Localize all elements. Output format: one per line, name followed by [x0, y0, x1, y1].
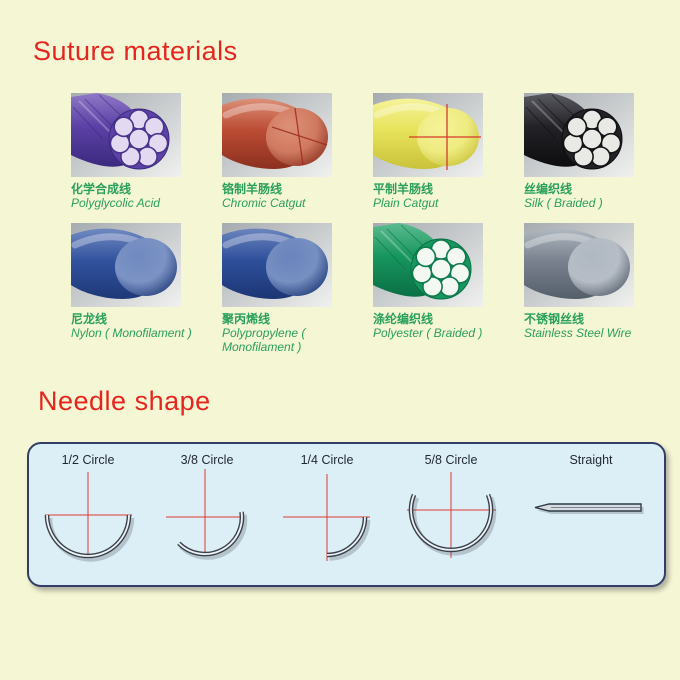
stainless-steel-wire-photo [524, 223, 634, 307]
material-card-polyester: 涤纶编织线 Polyester ( Braided ) [373, 223, 523, 340]
suture-materials-title: Suture materials [33, 36, 238, 66]
material-name-zh: 丝编织线 [524, 182, 573, 196]
needle-shape-title: Needle shape [38, 386, 211, 416]
needle-diagrams [44, 469, 644, 562]
material-name-en: Polypropylene ( Monofilament ) [222, 326, 306, 354]
polyester-braided-photo [373, 223, 483, 307]
silk-braided-photo [524, 93, 634, 177]
needle-label-half-circle: 1/2 Circle [61, 453, 115, 467]
material-card-polypropylene: 聚丙烯线 Polypropylene ( Monofilament ) [222, 223, 372, 354]
needle-label-3-8-circle: 3/8 Circle [180, 453, 234, 467]
plain-catgut-photo [373, 93, 483, 177]
material-name-en: Polyglycolic Acid [71, 196, 160, 210]
chromic-catgut-photo [222, 93, 332, 177]
material-name-zh: 尼龙线 [71, 312, 108, 326]
needle-label-quarter-circle: 1/4 Circle [300, 453, 354, 467]
material-name-en: Polyester ( Braided ) [373, 326, 483, 340]
material-name-zh: 化学合成线 [71, 182, 132, 196]
material-name-en: Nylon ( Monofilament ) [71, 326, 192, 340]
nylon-monofilament-photo [71, 223, 181, 307]
material-card-polyglycolic: 化学合成线 Polyglycolic Acid [71, 93, 221, 210]
material-name-zh: 不锈钢丝线 [524, 312, 585, 326]
needle-label-5-8-circle: 5/8 Circle [424, 453, 478, 467]
material-name-en: Silk ( Braided ) [524, 196, 603, 210]
needle-shape-panel: 1/2 Circle 3/8 Circle 1/4 Circle 5/8 Cir… [27, 442, 666, 587]
material-name-en: Plain Catgut [373, 196, 439, 210]
material-card-plain-catgut: 平制羊肠线 Plain Catgut [373, 93, 523, 210]
material-name-zh: 涤纶编织线 [373, 312, 434, 326]
material-name-zh: 平制羊肠线 [373, 182, 434, 196]
polypropylene-monofilament-photo [222, 223, 332, 307]
material-name-zh: 铬制羊肠线 [222, 182, 283, 196]
material-card-chromic-catgut: 铬制羊肠线 Chromic Catgut [222, 93, 372, 210]
material-name-en: Chromic Catgut [222, 196, 306, 210]
material-card-silk: 丝编织线 Silk ( Braided ) [524, 93, 674, 210]
material-name-zh: 聚丙烯线 [222, 312, 271, 326]
material-name-en: Stainless Steel Wire [524, 326, 632, 340]
needle-label-straight: Straight [569, 453, 613, 467]
polyglycolic-acid-photo [71, 93, 181, 177]
material-card-nylon: 尼龙线 Nylon ( Monofilament ) [71, 223, 221, 340]
material-card-stainless-steel: 不锈钢丝线 Stainless Steel Wire [524, 223, 674, 340]
